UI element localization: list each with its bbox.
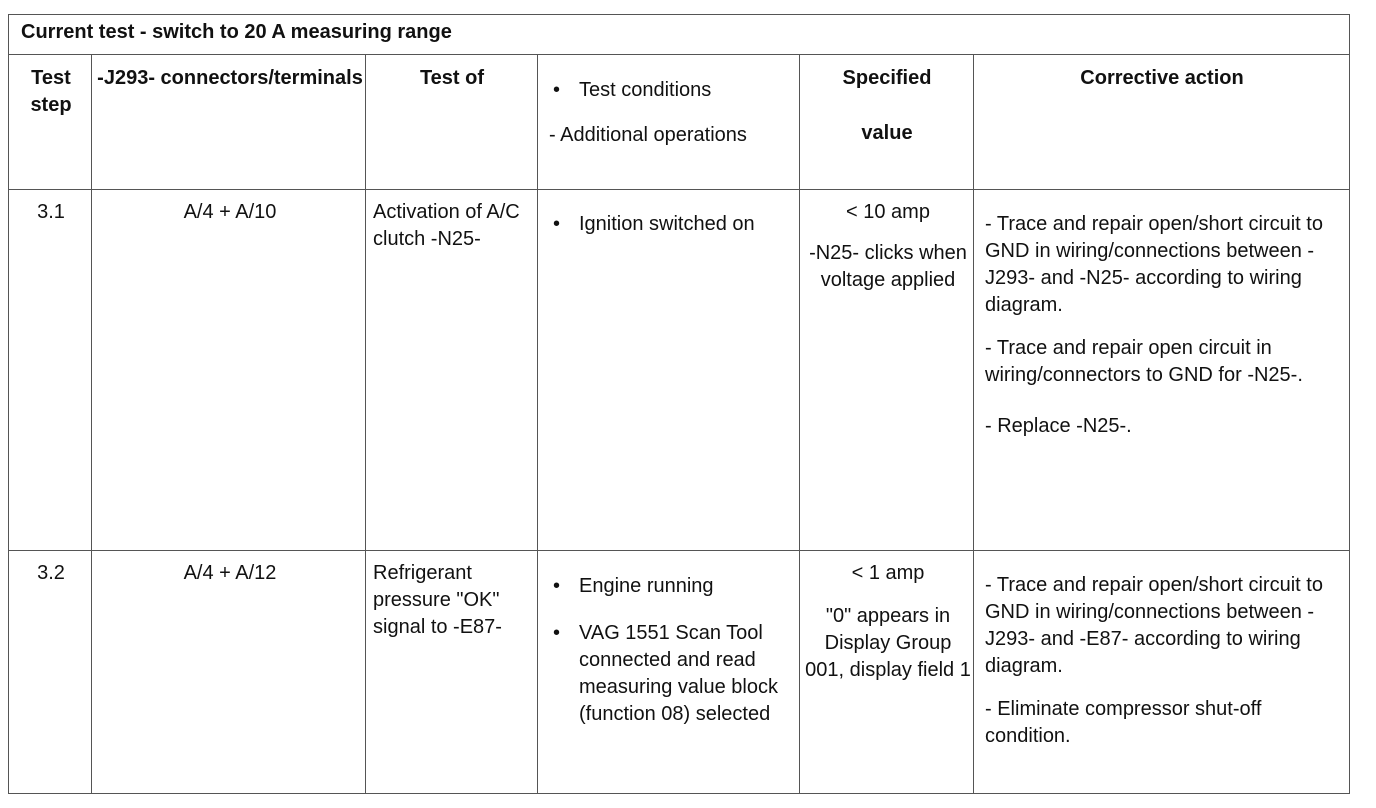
row1-action-item: - Trace and repair open/short circuit to…: [985, 213, 1323, 316]
row1-test-step: 3.1: [37, 201, 65, 223]
row2-action-item: - Eliminate compressor shut-off conditio…: [985, 698, 1262, 747]
row1-terminals: A/4 + A/10: [183, 201, 277, 223]
row2-terminals: A/4 + A/12: [183, 562, 277, 584]
column-divider: [973, 55, 974, 793]
header-conditions-bullet: • Test conditions: [541, 77, 797, 104]
header-conditions: • Test conditions - Additional operation…: [541, 77, 797, 149]
table-title: Current test - switch to 20 A measuring …: [9, 15, 1349, 55]
row1-condition-item: • Ignition switched on: [541, 211, 795, 238]
row1-action-item: - Replace -N25-.: [985, 415, 1132, 437]
row2-specified-value: < 1 amp "0" appears in Display Group 001…: [805, 562, 971, 681]
row-divider: [9, 550, 1349, 551]
row2-conditions: • Engine running • VAG 1551 Scan Tool co…: [541, 573, 795, 728]
bullet-icon: •: [553, 575, 561, 597]
row2-condition-item: • VAG 1551 Scan Tool connected and read …: [553, 622, 778, 725]
row1-specified-value: < 10 amp -N25- clicks when voltage appli…: [809, 201, 967, 291]
row2-test-step: 3.2: [37, 562, 65, 584]
header-connectors: -J293- connectors/terminals: [97, 67, 363, 89]
row2-condition-item: • Engine running: [541, 573, 795, 600]
bullet-icon: •: [553, 213, 561, 235]
column-divider: [537, 55, 538, 793]
row2-test-of: Refrigerant pressure "OK" signal to -E87…: [373, 562, 502, 638]
row2-action-item: - Trace and repair open/short circuit to…: [985, 574, 1323, 677]
column-divider: [91, 55, 92, 793]
bullet-icon: •: [553, 622, 561, 644]
header-conditions-sub: - Additional operations: [549, 124, 747, 146]
row1-action-item: - Trace and repair open circuit in wirin…: [985, 337, 1303, 386]
row1-test-of: Activation of A/C clutch -N25-: [373, 201, 520, 250]
header-test-of: Test of: [419, 67, 485, 89]
header-test-step: Test step: [30, 67, 72, 116]
row2-corrective-action: - Trace and repair open/short circuit to…: [985, 572, 1347, 750]
bullet-icon: •: [553, 79, 561, 101]
header-corrective-action: Corrective action: [1080, 67, 1244, 89]
row1-corrective-action: - Trace and repair open/short circuit to…: [985, 211, 1347, 440]
column-divider: [365, 55, 366, 793]
column-divider: [799, 55, 800, 793]
row-divider: [9, 189, 1349, 190]
row1-conditions: • Ignition switched on: [541, 211, 795, 238]
current-test-table: Current test - switch to 20 A measuring …: [8, 14, 1350, 794]
header-specified-value: Specified value: [842, 67, 932, 144]
